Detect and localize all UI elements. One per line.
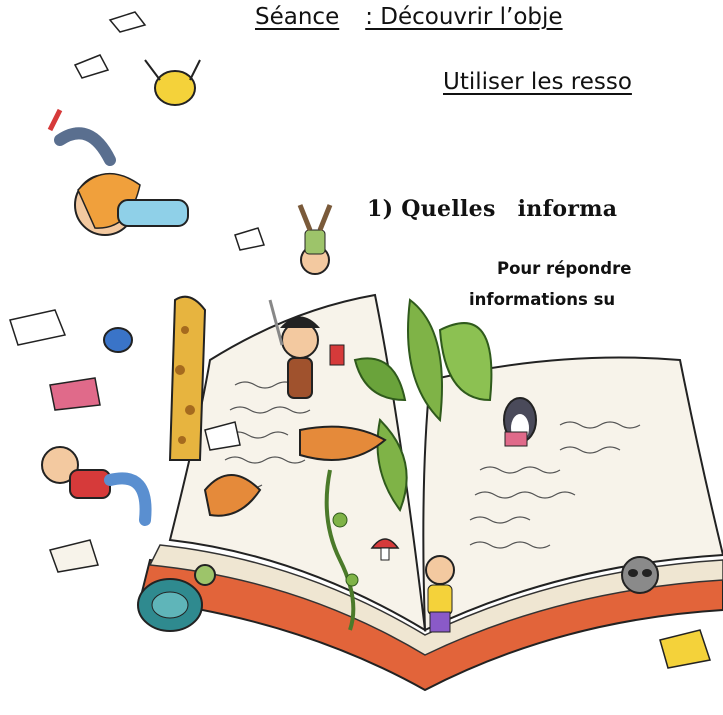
body-line-1: Pour répondre [497,259,632,278]
fox-icon [203,474,262,517]
section-heading: 1) Quelles informa [367,196,617,222]
pirate-child-icon [268,299,345,399]
flying-girl-icon [47,108,189,236]
section-heading-word: informa [517,196,618,222]
turtle-icon [137,564,216,632]
mushroom-icon [370,538,400,561]
jumping-boy-icon [297,204,333,275]
session-title: Séance : Découvrir l’obje [255,4,563,30]
body-line-2: informations su [469,290,616,309]
boy-icon [41,446,152,526]
blue-bird-icon [103,327,133,353]
flying-book-icon [9,11,711,669]
bottom-child-icon [425,555,455,633]
plant-icon [299,298,493,631]
giraffe-icon [168,295,207,461]
raccoon-icon [621,556,659,594]
open-book-icon [138,293,723,692]
section-heading-number: 1) Quelles [367,196,496,222]
yellow-bird-icon [144,59,201,106]
session-label: Séance [255,4,340,30]
session-subtitle: Utiliser les resso [443,69,632,95]
session-topic: : Découvrir l’obje [365,4,563,30]
penguin-icon [503,397,537,447]
